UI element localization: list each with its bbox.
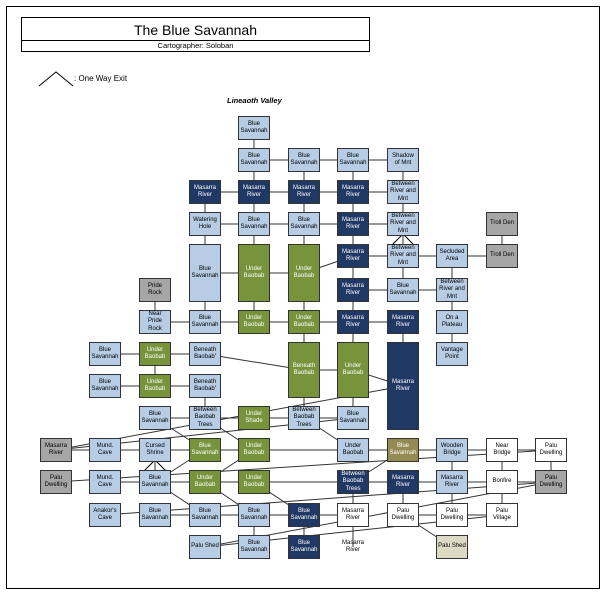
room-node: Masarra River — [337, 310, 369, 334]
room-node: Near Pride Rock — [139, 310, 171, 334]
room-node: Masarra River — [337, 180, 369, 204]
room-node: Between River and Mnt — [387, 180, 419, 204]
room-node: Masarra River — [387, 342, 419, 430]
room-node: Palu Village — [486, 503, 518, 527]
room-node: Mund. Cave — [89, 438, 121, 462]
room-node: Masarra River — [337, 278, 369, 302]
room-node: Palu Dwelling — [387, 503, 419, 527]
map-frame — [6, 6, 600, 589]
legend-label: : One Way Exit — [74, 74, 128, 83]
room-node: Between River and Mnt — [387, 244, 419, 268]
cartographer-credit: Cartographer: Soloban — [157, 41, 234, 50]
room-node: Pride Rock — [139, 278, 171, 302]
room-node: Blue Savannah — [89, 374, 121, 398]
room-node: Blue Savannah — [139, 470, 171, 494]
room-node: Beneath Baobab — [288, 342, 320, 398]
one-way-exit-icon — [38, 71, 74, 87]
region-label: Lineaoth Valley — [227, 96, 282, 105]
room-node: Masarra River — [288, 180, 320, 204]
room-node: Palu Dwelling — [436, 503, 468, 527]
room-node: Blue Savannah — [288, 503, 320, 527]
room-node: Blue Savannah — [288, 148, 320, 172]
room-node: Beneath Baobab' — [189, 342, 221, 366]
room-node: Secluded Area — [436, 244, 468, 268]
room-node: Blue Savannah — [139, 406, 171, 430]
room-node: Under Baobab — [238, 244, 270, 302]
room-node: Blue Savannah — [288, 535, 320, 559]
room-node: Palu Dwelling — [535, 470, 567, 494]
room-node: Between River and Mnt — [387, 212, 419, 236]
room-node: Under Baobab — [139, 374, 171, 398]
room-node: Under Baobab — [139, 342, 171, 366]
room-node: Between Baobab Trees — [288, 406, 320, 430]
room-node: Blue Savannah — [387, 278, 419, 302]
room-node: Under Baobab — [288, 244, 320, 302]
room-node: Troll Den — [486, 212, 518, 236]
room-connection — [55, 449, 552, 483]
room-node: Blue Savannah — [139, 503, 171, 527]
title-box: The Blue Savannah Cartographer: Soloban — [21, 17, 370, 52]
room-node: Anakor's Cave — [89, 503, 121, 527]
room-node: Masarra River — [40, 438, 72, 462]
room-node: Between Baobab Trees — [189, 406, 221, 430]
room-node: Blue Savannah — [189, 438, 221, 462]
room-node: Blue Savannah — [189, 244, 221, 302]
room-node: Near Bridge — [486, 438, 518, 462]
room-node: Blue Savannah — [238, 148, 270, 172]
room-node: Masarra River — [189, 180, 221, 204]
title-divider — [22, 40, 369, 41]
room-node: Watering Hole — [189, 212, 221, 236]
room-node: Under Baobab — [189, 470, 221, 494]
room-node: Beneath Baobab' — [189, 374, 221, 398]
room-node: Palu Shed — [436, 535, 468, 559]
room-node: Troll Den — [486, 244, 518, 268]
room-node: Palu Dwelling — [535, 438, 567, 462]
room-node: Vantage Point — [436, 342, 468, 366]
room-connection — [204, 353, 305, 371]
room-node: Under Baobab — [238, 310, 270, 334]
room-node: Blue Savannah — [238, 116, 270, 140]
room-node: Cursed Shrine — [139, 438, 171, 462]
room-node: Under Baobab — [238, 470, 270, 494]
room-node: Between Baobab Trees — [337, 470, 369, 494]
room-node: Masarra River — [341, 539, 364, 554]
room-node: Masarra River — [387, 470, 419, 494]
room-node: Masarra River — [337, 244, 369, 268]
room-node: Blue Savannah — [288, 212, 320, 236]
room-node: Masarra River — [436, 470, 468, 494]
room-node: Under Baobab — [337, 342, 369, 398]
room-node: Blue Savannah — [189, 503, 221, 527]
room-node: Bonfire — [486, 470, 518, 494]
room-node: Under Baobab — [238, 438, 270, 462]
room-node: Blue Savannah — [337, 148, 369, 172]
room-node: Between River and Mnt — [436, 278, 468, 302]
room-node: Under Baobab — [337, 438, 369, 462]
room-node: Under Shade — [238, 406, 270, 430]
room-node: Masarra River — [337, 212, 369, 236]
room-node: Blue Savannah — [89, 342, 121, 366]
room-node: Wooden Bridge — [436, 438, 468, 462]
room-node: Masarra River — [337, 503, 369, 527]
room-node: Blue Savannah — [238, 535, 270, 559]
room-node: Blue Savannah — [387, 438, 419, 462]
room-node: Shadow of Mnt — [387, 148, 419, 172]
room-node: Blue Savannah — [189, 310, 221, 334]
room-node: Under Baobab — [288, 310, 320, 334]
room-node: Palu Dwelling — [40, 470, 72, 494]
room-node: Masarra River — [387, 310, 419, 334]
room-node: Mund. Cave — [89, 470, 121, 494]
room-node: Blue Savannah — [337, 406, 369, 430]
room-node: Blue Savannah — [238, 212, 270, 236]
map-title: The Blue Savannah — [134, 22, 257, 38]
room-node: Blue Savannah — [238, 503, 270, 527]
room-node: On a Plateau — [436, 310, 468, 334]
room-connection — [104, 481, 552, 516]
room-node: Masarra River — [238, 180, 270, 204]
room-node: Palu Shed — [189, 535, 221, 559]
